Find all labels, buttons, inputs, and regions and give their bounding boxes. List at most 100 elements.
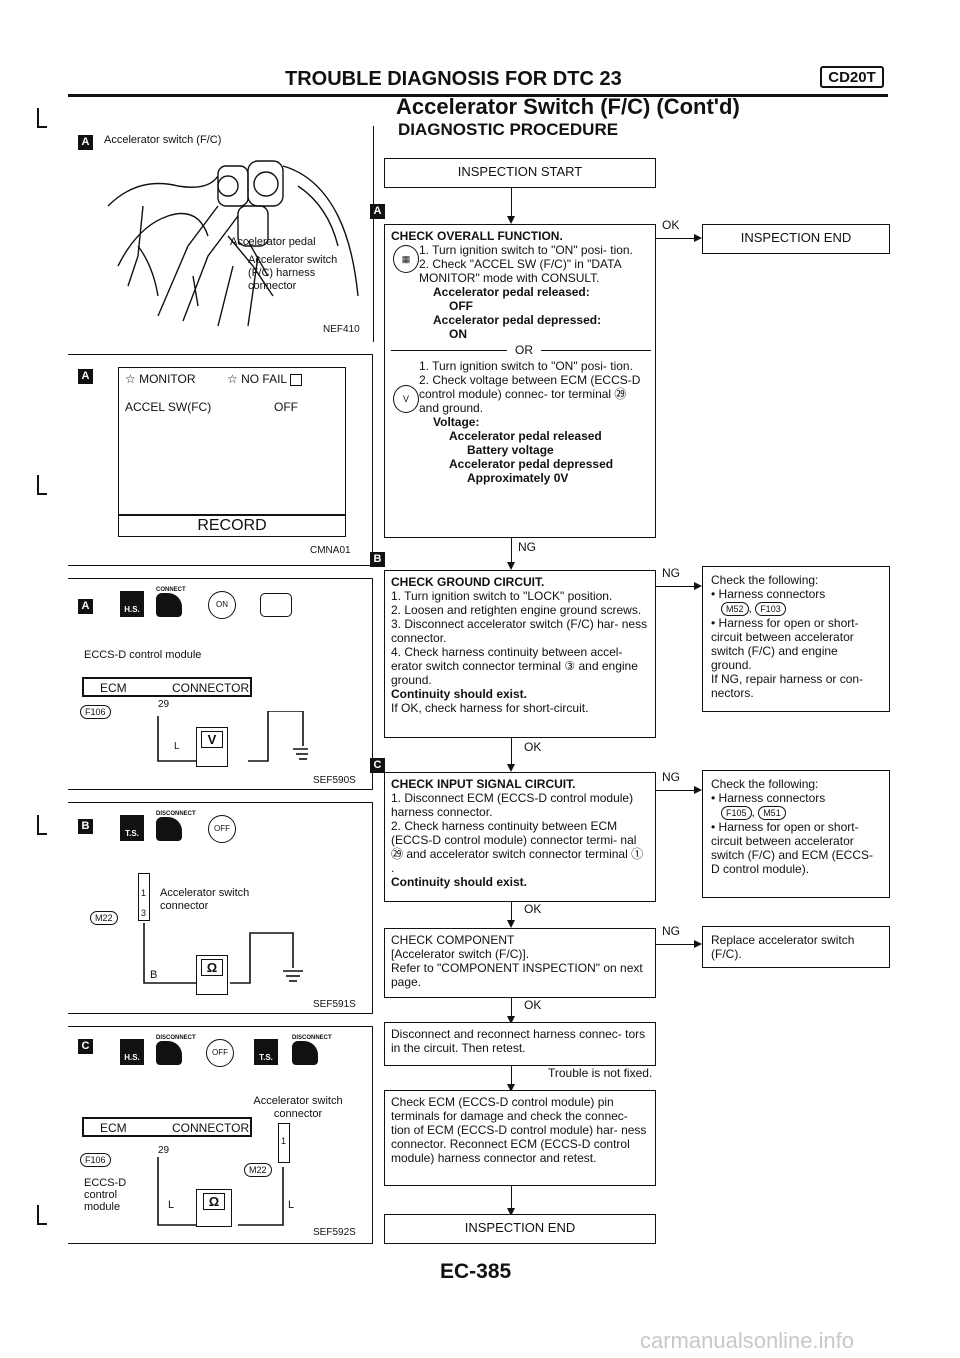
figure-ground-check: B T.S. DISCONNECT OFF 1 3 Accelerator sw… xyxy=(68,802,373,1014)
connector-line xyxy=(511,902,512,922)
binding-mark xyxy=(37,475,47,495)
ecm-connector-box: ECM CONNECTOR xyxy=(82,677,252,697)
step-line: Voltage: xyxy=(433,415,480,429)
figure-accelerator-switch: A Accelerator switch (F/C) Accelerator p… xyxy=(68,126,373,342)
connector-line xyxy=(511,738,512,766)
step-tag: A xyxy=(78,369,93,384)
side-line: Replace accelerator switch (F/C). xyxy=(711,933,855,961)
side-line: • Harness connectors xyxy=(711,587,826,601)
label-harness-connector: Accelerator switch (F/C) harness connect… xyxy=(248,254,338,292)
step-line: Continuity should exist. xyxy=(391,875,528,889)
meter-symbol: Ω xyxy=(201,959,223,976)
checkbox-icon xyxy=(290,373,303,386)
tester-icon: T.S. xyxy=(254,1039,278,1065)
figure-right-border xyxy=(373,126,374,342)
disconnect-label-2: DISCONNECT xyxy=(292,1035,332,1041)
step-tag: A xyxy=(78,135,93,150)
meter-symbol: Ω xyxy=(203,1193,225,1210)
disconnect-icon: DISCONNECT xyxy=(156,811,196,841)
ecm-connector-box: ECM CONNECTOR xyxy=(82,1117,252,1137)
side-line: • Harness connectors xyxy=(711,791,826,805)
step-line: Check ECM (ECCS-D control module) pin te… xyxy=(391,1095,647,1165)
connector-id-2: M22 xyxy=(244,1163,272,1177)
connect-icon: CONNECT xyxy=(156,587,186,617)
consult-screen: ☆ MONITOR ☆ NO FAIL ACCEL SW(FC) OFF xyxy=(118,367,346,515)
inspection-start-label: INSPECTION START xyxy=(457,164,583,179)
disconnect-label: DISCONNECT xyxy=(156,1035,196,1041)
step-tag: A xyxy=(370,204,385,219)
step-line: 4. Check harness continuity between acce… xyxy=(391,645,638,687)
connect-label: CONNECT xyxy=(156,587,186,593)
page-title: TROUBLE DIAGNOSIS FOR DTC 23 xyxy=(285,68,622,90)
wire-color-left: L xyxy=(168,1199,175,1211)
pin-1: 1 xyxy=(141,888,147,898)
or-divider: OR xyxy=(391,343,651,357)
figure-caption: Accelerator switch (F/C) xyxy=(104,134,222,146)
step-line: Accelerator pedal depressed xyxy=(449,457,614,471)
connector-id: M22 xyxy=(90,911,118,925)
step-line: 3. Disconnect accelerator switch (F/C) h… xyxy=(391,617,648,645)
connector-line xyxy=(656,944,696,945)
step-line: 1. Turn ignition switch to "ON" posi- ti… xyxy=(419,359,633,373)
figure-code: SEF590S xyxy=(313,775,356,786)
step-line: 2. Check harness continuity between ECM … xyxy=(391,819,644,875)
step-line: If OK, check harness for short-circuit. xyxy=(391,701,589,715)
voltmeter-circuit xyxy=(157,711,308,762)
arrow-right-icon xyxy=(694,940,702,948)
ignition-on-icon: ON xyxy=(208,591,236,619)
module-label: ECCS-D control module xyxy=(84,1177,127,1213)
engine-badge: CD20T xyxy=(820,66,884,88)
connector-label: CONNECTOR xyxy=(172,681,250,695)
ohmmeter: Ω xyxy=(196,1189,232,1227)
side-line: If NG, repair harness or con- nectors. xyxy=(711,672,864,700)
arrow-down-icon xyxy=(507,920,515,928)
module-label: ECCS-D control module xyxy=(84,649,202,661)
step-line: Accelerator pedal released xyxy=(449,429,602,443)
connector-line xyxy=(656,238,696,239)
terminal-number: 29 xyxy=(158,1145,170,1156)
side-check-ground: Check the following: • Harness connector… xyxy=(702,566,890,712)
step-check-input-signal: CHECK INPUT SIGNAL CIRCUIT. 1. Disconnec… xyxy=(384,772,656,902)
step-check-ecm-pins: Check ECM (ECCS-D control module) pin te… xyxy=(384,1090,656,1186)
step-title: CHECK INPUT SIGNAL CIRCUIT. xyxy=(391,777,576,791)
consult-icon: ▦ xyxy=(393,245,419,273)
monitor-label: ☆ MONITOR xyxy=(125,372,196,386)
step-line: Refer to "COMPONENT INSPECTION" on next … xyxy=(391,961,643,989)
side-line: • Harness for open or short- circuit bet… xyxy=(711,820,874,876)
step-line: Accelerator pedal depressed: xyxy=(433,313,602,327)
inspection-end-label: INSPECTION END xyxy=(464,1220,576,1235)
arrow-down-icon xyxy=(507,216,515,224)
record-button[interactable]: RECORD xyxy=(118,515,346,537)
connector-line xyxy=(656,790,696,791)
terminal-number: 29 xyxy=(158,699,170,710)
step-tag: C xyxy=(78,1039,93,1054)
step-tag: B xyxy=(78,819,93,834)
step-line: Accelerator pedal released: xyxy=(433,285,590,299)
arrow-down-icon xyxy=(507,1208,515,1216)
ohmmeter: Ω xyxy=(196,955,228,995)
step-check-ground-circuit: CHECK GROUND CIRCUIT. 1. Turn ignition s… xyxy=(384,570,656,738)
connector-line xyxy=(511,998,512,1018)
step-title: CHECK GROUND CIRCUIT. xyxy=(391,575,545,589)
step-tag: B xyxy=(370,552,385,567)
ng-label: NG xyxy=(518,540,536,554)
or-label: OR xyxy=(515,343,533,357)
step-line: OFF xyxy=(449,299,473,313)
harness-icon: H.S. xyxy=(120,591,144,617)
step-line: Continuity should exist. xyxy=(391,687,528,701)
side-replace-switch: Replace accelerator switch (F/C). xyxy=(702,926,890,968)
page-number: EC-385 xyxy=(440,1260,512,1283)
figure-code: CMNA01 xyxy=(310,545,351,556)
connector-ids: F105, M51 xyxy=(711,805,881,820)
record-label: RECORD xyxy=(197,517,267,534)
connector-line xyxy=(656,586,696,587)
ohmmeter-circuit xyxy=(157,1157,284,1226)
switch-connector-pins: 1 3 xyxy=(138,873,150,921)
inspection-end-box: INSPECTION END xyxy=(384,1214,656,1244)
connector-id: F106 xyxy=(80,705,111,719)
step-line: 2. Check "ACCEL SW (F/C)" in "DATA MONIT… xyxy=(419,257,621,285)
arrow-down-icon xyxy=(507,1084,515,1092)
switch-connector-label: Accelerator switch connector xyxy=(253,1095,343,1120)
connector-id: M52 xyxy=(721,602,749,616)
step-line: [Accelerator switch (F/C)]. xyxy=(391,947,530,961)
